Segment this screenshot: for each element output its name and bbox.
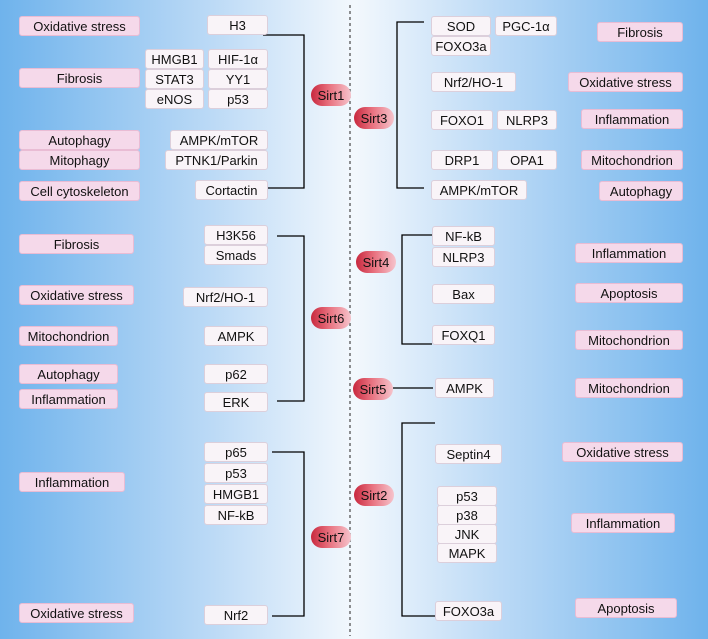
target-label: OPA1 <box>497 150 557 170</box>
target-label: DRP1 <box>431 150 493 170</box>
target-label: FOXO1 <box>431 110 493 130</box>
target-label: AMPK <box>435 378 494 398</box>
target-label: AMPK <box>204 326 268 346</box>
target-label: PTNK1/Parkin <box>165 150 268 170</box>
target-label: ERK <box>204 392 268 412</box>
category-label: Fibrosis <box>19 68 140 88</box>
sirtuin-node: Sirt7 <box>311 526 351 548</box>
target-label: Cortactin <box>195 180 268 200</box>
category-label: Apoptosis <box>575 598 677 618</box>
sirt7-bracket <box>272 451 305 617</box>
sirtuin-node: Sirt2 <box>354 484 394 506</box>
target-label: H3 <box>207 15 268 35</box>
target-label: Bax <box>432 284 495 304</box>
target-label: NF-kB <box>204 505 268 525</box>
category-label: Mitochondrion <box>575 378 683 398</box>
sirtuin-node: Sirt6 <box>311 307 351 329</box>
target-label: NF-kB <box>432 226 495 246</box>
target-label: p65 <box>204 442 268 462</box>
category-label: Mitochondrion <box>581 150 683 170</box>
category-label: Apoptosis <box>575 283 683 303</box>
sirt2-bracket <box>401 422 435 617</box>
category-label: Oxidative stress <box>19 603 134 623</box>
category-label: Inflammation <box>581 109 683 129</box>
target-label: AMPK/mTOR <box>170 130 268 150</box>
category-label: Autophagy <box>19 130 140 150</box>
sirt3-bracket <box>396 21 424 189</box>
sirtuin-node: Sirt5 <box>353 378 393 400</box>
target-label: p53 <box>437 486 497 506</box>
target-label: SOD <box>431 16 491 36</box>
target-label: p38 <box>437 505 497 525</box>
target-label: H3K56 <box>204 225 268 245</box>
target-label: FOXO3a <box>435 601 502 621</box>
category-label: Inflammation <box>19 472 125 492</box>
category-label: Fibrosis <box>19 234 134 254</box>
category-label: Oxidative stress <box>568 72 683 92</box>
target-label: MAPK <box>437 543 497 563</box>
category-label: Mitochondrion <box>575 330 683 350</box>
sirtuin-node: Sirt3 <box>354 107 394 129</box>
target-label: p53 <box>208 89 268 109</box>
target-label: Septin4 <box>435 444 502 464</box>
target-label: PGC-1α <box>495 16 557 36</box>
category-label: Autophagy <box>599 181 683 201</box>
target-label: eNOS <box>145 89 204 109</box>
target-label: FOXQ1 <box>432 325 495 345</box>
target-label: Nrf2/HO-1 <box>183 287 268 307</box>
target-label: FOXO3a <box>431 36 491 56</box>
target-label: STAT3 <box>145 69 204 89</box>
target-label: p62 <box>204 364 268 384</box>
target-label: Nrf2 <box>204 605 268 625</box>
sirt1-bracket <box>263 34 305 189</box>
category-label: Autophagy <box>19 364 118 384</box>
target-label: JNK <box>437 524 497 544</box>
target-label: YY1 <box>208 69 268 89</box>
category-label: Oxidative stress <box>19 285 134 305</box>
target-label: HMGB1 <box>145 49 204 69</box>
sirtuin-node: Sirt1 <box>311 84 351 106</box>
target-label: NLRP3 <box>497 110 557 130</box>
target-label: Nrf2/HO-1 <box>431 72 516 92</box>
target-label: NLRP3 <box>432 247 495 267</box>
category-label: Oxidative stress <box>562 442 683 462</box>
category-label: Mitophagy <box>19 150 140 170</box>
target-label: HIF-1α <box>208 49 268 69</box>
category-label: Inflammation <box>571 513 675 533</box>
sirt6-bracket <box>277 235 305 402</box>
sirtuin-node: Sirt4 <box>356 251 396 273</box>
target-label: HMGB1 <box>204 484 268 504</box>
category-label: Mitochondrion <box>19 326 118 346</box>
target-label: p53 <box>204 463 268 483</box>
target-label: AMPK/mTOR <box>431 180 527 200</box>
target-label: Smads <box>204 245 268 265</box>
category-label: Oxidative stress <box>19 16 140 36</box>
category-label: Inflammation <box>575 243 683 263</box>
category-label: Inflammation <box>19 389 118 409</box>
category-label: Fibrosis <box>597 22 683 42</box>
category-label: Cell cytoskeleton <box>19 181 140 201</box>
sirt4-bracket <box>401 234 432 345</box>
